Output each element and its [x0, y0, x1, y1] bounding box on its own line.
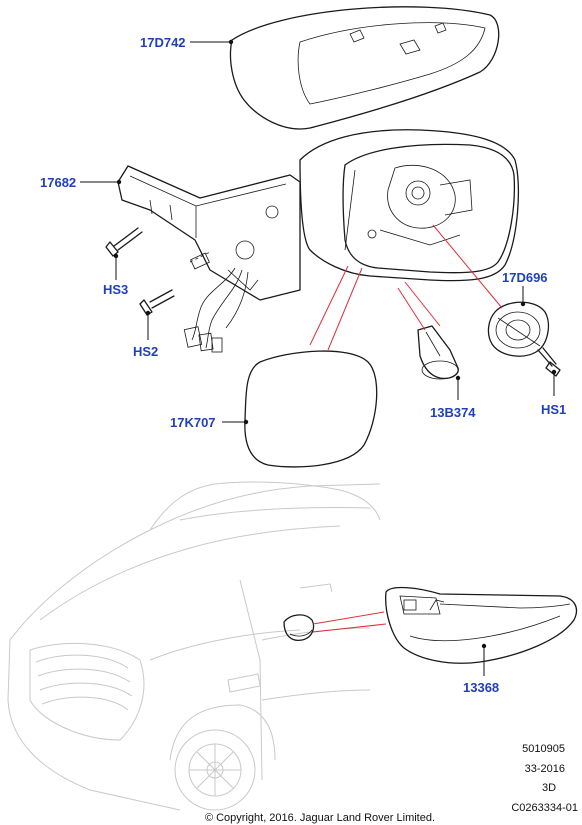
copyright-notice: © Copyright, 2016. Jaguar Land Rover Lim…	[205, 812, 435, 824]
callout-13368: 13368	[463, 680, 499, 695]
pointer-line	[432, 224, 503, 309]
reference-line-3: 3D	[542, 782, 556, 794]
callout-dot	[228, 39, 234, 45]
callout-dot	[113, 253, 119, 259]
callout-dot	[551, 369, 557, 375]
callout-dot	[243, 419, 249, 425]
reference-line-4: C0263334-01	[511, 802, 578, 814]
callout-dot	[116, 179, 122, 185]
callout-17682: 17682	[40, 175, 76, 190]
callout-17K707: 17K707	[170, 415, 216, 430]
callout-17D696: 17D696	[502, 270, 548, 285]
mirror-housing-drawing	[117, 129, 520, 353]
callout-dot	[520, 301, 526, 307]
reference-line-2: 33-2016	[525, 763, 565, 775]
screw-hs3-drawing	[105, 227, 143, 257]
pointer-line	[397, 287, 426, 331]
pointer-line	[312, 623, 387, 633]
pointer-line	[327, 267, 363, 351]
side-repeater-drawing	[385, 586, 578, 664]
vehicle-mirror-drawing	[283, 614, 315, 642]
reference-line-1: 5010905	[522, 743, 565, 755]
callout-13B374: 13B374	[430, 405, 476, 420]
pointer-line	[404, 281, 441, 327]
callout-HS1: HS1	[541, 402, 566, 417]
callout-dot	[145, 310, 151, 316]
screw-hs1-drawing	[537, 347, 561, 377]
callout-HS2: HS2	[133, 344, 158, 359]
screw-hs2-drawing	[139, 289, 175, 316]
mirror-cover-drawing	[229, 6, 500, 130]
mirror-glass-drawing	[244, 350, 378, 468]
puddle-lamp-drawing	[417, 325, 459, 380]
callout-dot	[481, 643, 487, 649]
callout-17D742: 17D742	[140, 35, 186, 50]
callout-HS3: HS3	[103, 282, 128, 297]
vehicle-outline-drawing	[7, 481, 381, 811]
mirror-motor-drawing	[487, 301, 550, 357]
callout-dot	[455, 375, 461, 381]
pointer-line	[312, 611, 385, 625]
pointer-line	[309, 265, 349, 346]
